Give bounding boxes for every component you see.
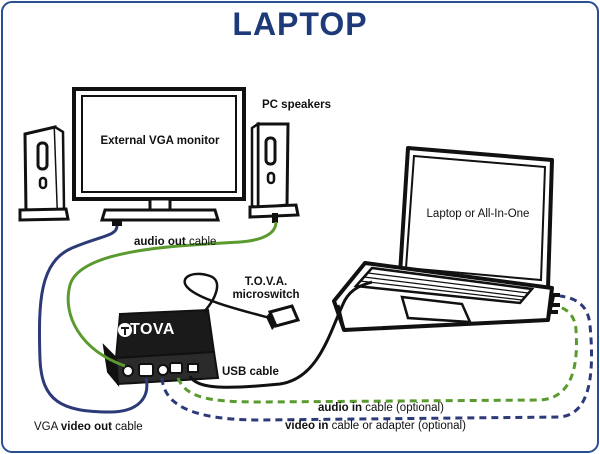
speakers-label: PC speakers (262, 99, 332, 111)
audio-in-bold: audio in (318, 402, 363, 414)
video-in-bold: video in (285, 420, 329, 432)
vga-prefix: VGA (34, 421, 61, 433)
video-in-rest: cable or adapter (optional) (328, 420, 466, 432)
audio-out-bold: audio out (134, 236, 186, 248)
microswitch-label: T.O.V.A. microswitch (226, 276, 306, 302)
audio-out-cable (66, 221, 278, 368)
microswitch-label-line1: T.O.V.A. (244, 276, 288, 288)
microswitch-label-line2: microswitch (232, 289, 300, 301)
audio-in-cable-label: audio in cable (optional) (318, 402, 444, 414)
laptop-label: Laptop or All-In-One (426, 208, 530, 220)
audio-out-rest: cable (185, 236, 217, 248)
microswitch-icon (266, 304, 301, 330)
usb-cable (188, 280, 373, 389)
video-in-cable-label: video in cable or adapter (optional) (285, 420, 466, 432)
monitor-label: External VGA monitor (100, 135, 220, 147)
monitor-icon (72, 87, 246, 226)
vga-video-out-cable (37, 225, 149, 414)
page-title: LAPTOP (232, 6, 368, 42)
audio-in-rest: cable (optional) (362, 402, 444, 414)
audio-out-cable-label: audio out cable (134, 236, 216, 248)
tova-device-icon (102, 308, 220, 388)
left-speaker-icon (18, 125, 70, 222)
tova-logo-text: TOVA (130, 321, 175, 338)
right-speaker-icon (248, 121, 300, 219)
vga-rest: cable (111, 421, 143, 433)
usb-cable-label: USB cable (222, 366, 279, 378)
laptop-icon (332, 146, 560, 332)
vga-cable-label: VGA video out cable (34, 421, 143, 433)
audio-in-cable (176, 305, 578, 404)
vga-bold: video out (60, 421, 112, 433)
microswitch-cable (183, 272, 271, 320)
video-in-cable (160, 294, 593, 422)
